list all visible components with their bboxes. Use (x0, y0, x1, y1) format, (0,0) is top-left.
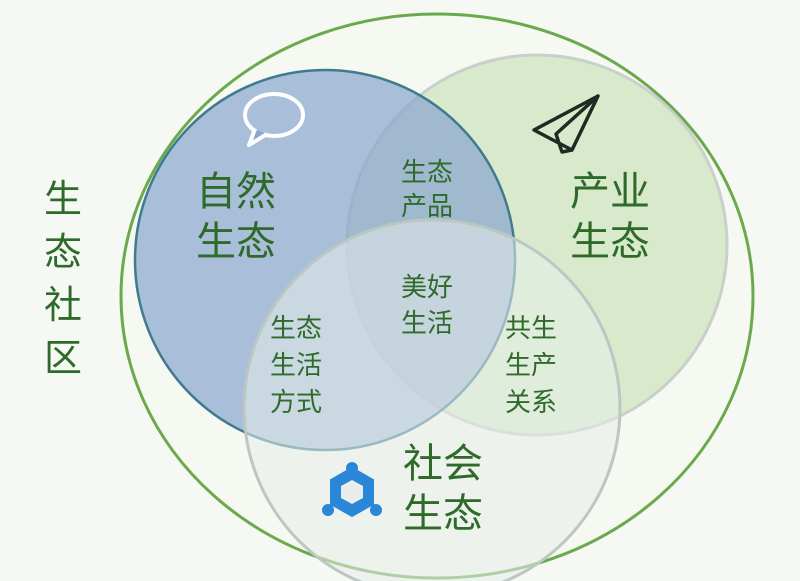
society-label-line: 生态 (403, 491, 483, 537)
overlap-label-line: 方式 (270, 388, 322, 418)
overlap-label-line: 生活 (270, 351, 322, 381)
overlap-label-line: 产品 (401, 192, 453, 222)
overlap-nature-society: 生态 生活 方式 (270, 314, 322, 418)
community-label-line: 态 (44, 230, 82, 274)
community-label: 生 态 社 区 (44, 177, 82, 380)
overlap-label-line: 共生 (505, 314, 557, 344)
community-label-line: 区 (44, 336, 82, 380)
nature-label-line: 自然 (196, 169, 276, 215)
network-hexagon-icon (322, 462, 382, 518)
overlap-label-line: 生态 (401, 158, 453, 188)
community-label-line: 生 (44, 177, 82, 221)
community-label-line: 社 (44, 283, 82, 327)
industry-ecology-label: 产业 生态 (570, 169, 650, 265)
center-label-line: 生活 (401, 309, 453, 339)
overlap-label-line: 关系 (505, 388, 557, 418)
overlap-industry-society: 共生 生产 关系 (505, 314, 557, 418)
industry-label-line: 生态 (570, 219, 650, 265)
overlap-label-line: 生态 (270, 314, 322, 344)
overlap-nature-industry: 生态 产品 (401, 158, 453, 222)
chat-bubble-icon (243, 92, 305, 147)
nature-ecology-label: 自然 生态 (196, 169, 276, 265)
paper-plane-icon (532, 94, 600, 154)
overlap-center: 美好 生活 (401, 273, 453, 339)
overlap-label-line: 生产 (505, 351, 557, 381)
society-label-line: 社会 (403, 441, 483, 487)
industry-label-line: 产业 (570, 169, 650, 215)
center-label-line: 美好 (401, 273, 453, 303)
society-ecology-label: 社会 生态 (403, 441, 483, 537)
nature-label-line: 生态 (196, 219, 276, 265)
